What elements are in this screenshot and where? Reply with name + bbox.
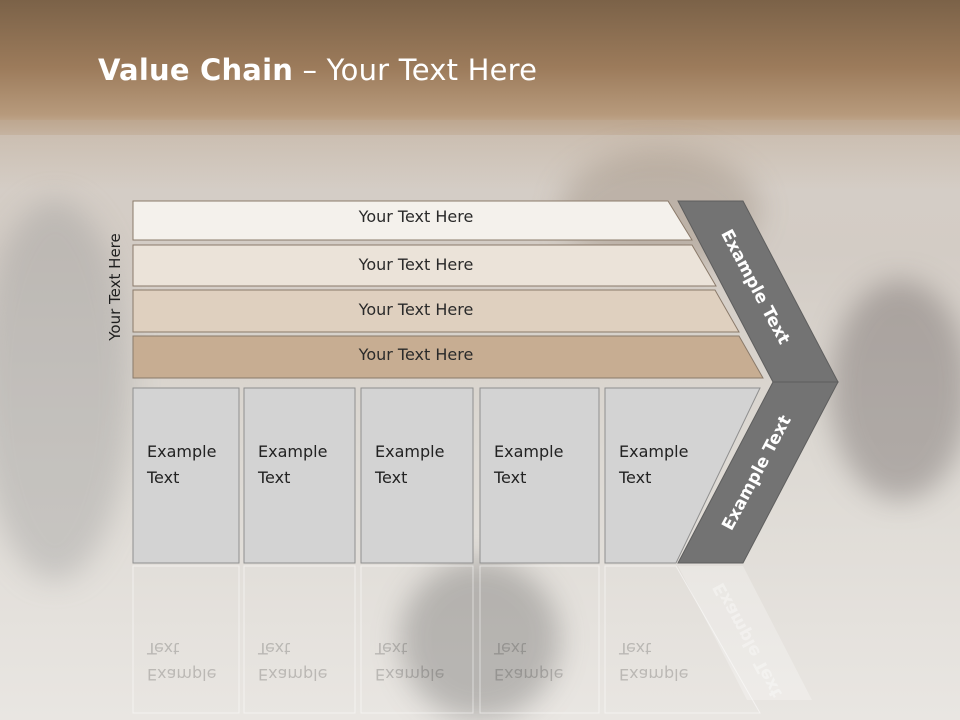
box-reflection <box>479 565 600 714</box>
background-fade <box>0 120 960 190</box>
title-rest: – Your Text Here <box>293 53 538 87</box>
row-label: Your Text Here <box>358 207 474 226</box>
row-label: Your Text Here <box>358 255 474 274</box>
box-label: Example Text <box>619 442 689 487</box>
page-title: Value Chain – Your Text Here <box>98 53 537 87</box>
example-box <box>604 387 761 564</box>
chevron-reflection <box>678 566 812 700</box>
box-label-reflection: Example Text <box>619 639 689 684</box>
box-label: Example Text <box>147 442 217 487</box>
box-label: Example Text <box>494 442 564 487</box>
box-label-reflection: Example Text <box>494 639 564 684</box>
row-label: Your Text Here <box>358 300 474 319</box>
background-blur-left <box>0 200 130 580</box>
example-box <box>132 387 240 564</box>
box-reflection <box>360 565 474 714</box>
box-reflection <box>132 565 240 714</box>
box-label-reflection: Example Text <box>258 639 328 684</box>
title-bold: Value Chain <box>98 53 294 87</box>
value-chain-row <box>132 200 693 241</box>
background-blur-right <box>830 280 960 500</box>
row-label: Your Text Here <box>358 345 474 364</box>
background-top-band <box>0 0 960 135</box>
box-label-reflection: Example Text <box>147 639 217 684</box>
box-label: Example Text <box>375 442 445 487</box>
example-box <box>479 387 600 564</box>
chevron-lower <box>677 381 839 564</box>
example-box <box>360 387 474 564</box>
value-chain-row <box>132 289 740 333</box>
box-reflection <box>604 565 761 714</box>
value-chain-row <box>132 335 764 379</box>
box-label: Example Text <box>258 442 328 487</box>
box-reflection <box>243 565 356 714</box>
example-box <box>243 387 356 564</box>
box-label-reflection: Example Text <box>375 639 445 684</box>
value-chain-row <box>132 244 717 287</box>
